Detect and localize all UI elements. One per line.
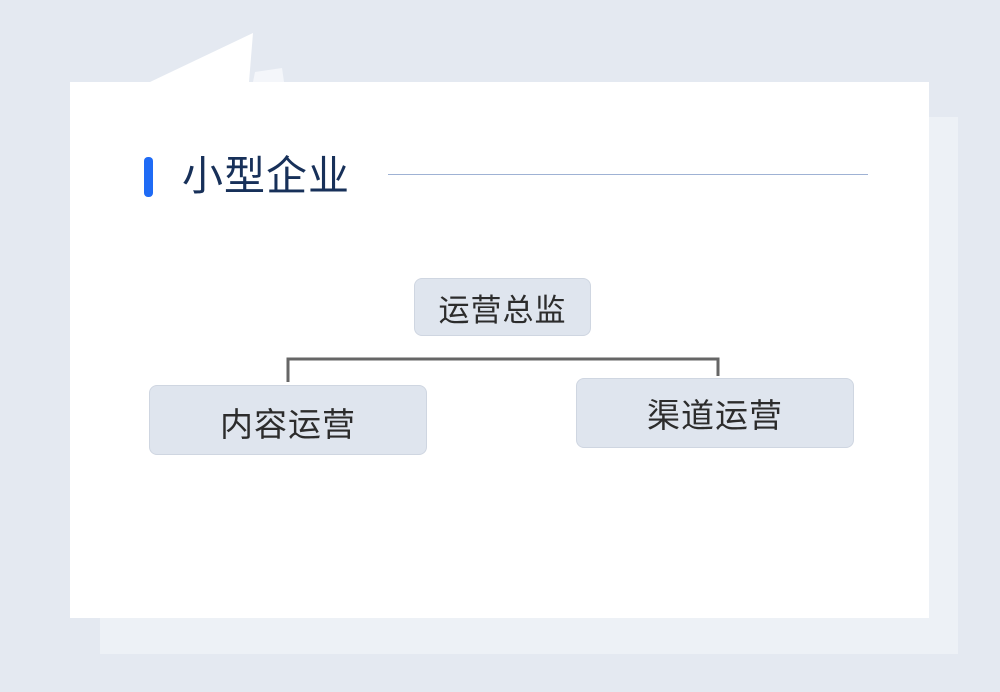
connector-left bbox=[286, 357, 502, 382]
content-card: 小型企业 运营总监 内容运营 渠道运营 bbox=[70, 82, 929, 618]
org-chart-connectors bbox=[286, 357, 720, 382]
org-node-child-1: 内容运营 bbox=[149, 385, 427, 455]
section-title: 小型企业 bbox=[182, 152, 350, 200]
title-divider bbox=[388, 174, 868, 175]
connector-right bbox=[502, 357, 720, 376]
org-node-root: 运营总监 bbox=[414, 278, 591, 336]
title-accent-bar bbox=[144, 157, 153, 197]
org-node-child-2: 渠道运营 bbox=[576, 378, 854, 448]
